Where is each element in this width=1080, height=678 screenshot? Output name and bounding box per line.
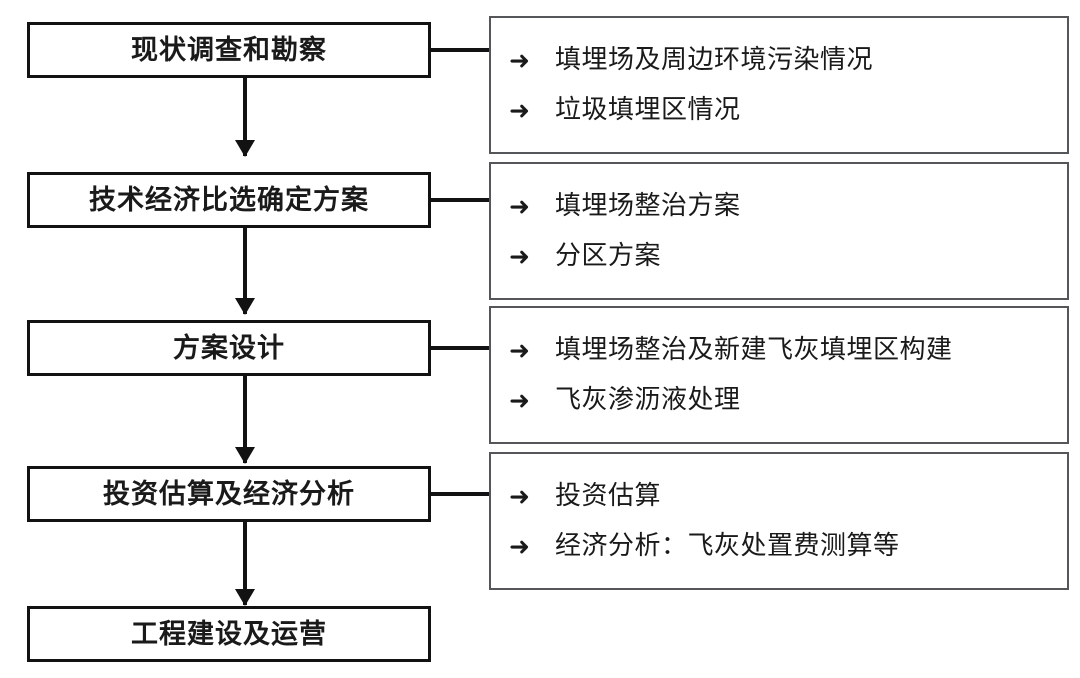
detail-text: 投资估算 <box>555 481 662 510</box>
stage-box-1[interactable]: 现状调查和勘察 <box>27 22 431 78</box>
detail-panel-4[interactable]: ➜ 投资估算 ➜ 经济分析：飞灰处置费测算等 <box>489 452 1069 590</box>
connector-stage-4-to-panel-4 <box>431 492 489 496</box>
detail-panel-2[interactable]: ➜ 填埋场整治方案 ➜ 分区方案 <box>489 162 1069 300</box>
stage-label-1: 现状调查和勘察 <box>131 34 327 65</box>
detail-item[interactable]: ➜ 分区方案 <box>509 231 1067 281</box>
bullet-arrow-icon: ➜ <box>509 385 530 415</box>
stage-label-2: 技术经济比选确定方案 <box>89 184 369 215</box>
arrow-stage-2-to-stage-3 <box>243 228 247 314</box>
detail-text: 飞灰渗沥液处理 <box>555 385 741 414</box>
connector-stage-1-to-panel-1 <box>431 48 489 52</box>
arrow-stage-4-to-stage-5 <box>243 522 247 605</box>
detail-item[interactable]: ➜ 填埋场整治方案 <box>509 181 1067 231</box>
detail-text: 填埋场整治及新建飞灰填埋区构建 <box>555 335 953 364</box>
stage-box-4[interactable]: 投资估算及经济分析 <box>27 466 431 522</box>
detail-item[interactable]: ➜ 飞灰渗沥液处理 <box>509 375 1067 425</box>
detail-item[interactable]: ➜ 填埋场整治及新建飞灰填埋区构建 <box>509 325 1067 375</box>
arrow-stage-3-to-stage-4 <box>243 376 247 463</box>
bullet-arrow-icon: ➜ <box>509 481 530 511</box>
detail-text: 分区方案 <box>555 241 662 270</box>
detail-text: 经济分析：飞灰处置费测算等 <box>555 531 900 560</box>
detail-text: 填埋场及周边环境污染情况 <box>555 45 874 74</box>
detail-item[interactable]: ➜ 垃圾填埋区情况 <box>509 85 1067 135</box>
detail-panel-1[interactable]: ➜ 填埋场及周边环境污染情况 ➜ 垃圾填埋区情况 <box>489 16 1069 154</box>
detail-text: 垃圾填埋区情况 <box>555 95 741 124</box>
stage-box-2[interactable]: 技术经济比选确定方案 <box>27 172 431 228</box>
stage-label-3: 方案设计 <box>173 332 285 363</box>
detail-panel-3[interactable]: ➜ 填埋场整治及新建飞灰填埋区构建 ➜ 飞灰渗沥液处理 <box>489 306 1069 444</box>
arrow-stage-1-to-stage-2 <box>243 78 247 156</box>
bullet-arrow-icon: ➜ <box>509 191 530 221</box>
connector-stage-3-to-panel-3 <box>431 346 489 350</box>
stage-box-5[interactable]: 工程建设及运营 <box>27 606 431 662</box>
stage-label-5: 工程建设及运营 <box>131 618 327 649</box>
bullet-arrow-icon: ➜ <box>509 531 530 561</box>
detail-text: 填埋场整治方案 <box>555 191 741 220</box>
bullet-arrow-icon: ➜ <box>509 335 530 365</box>
detail-item[interactable]: ➜ 填埋场及周边环境污染情况 <box>509 35 1067 85</box>
bullet-arrow-icon: ➜ <box>509 45 530 75</box>
detail-item[interactable]: ➜ 投资估算 <box>509 471 1067 521</box>
connector-stage-2-to-panel-2 <box>431 198 489 202</box>
detail-item[interactable]: ➜ 经济分析：飞灰处置费测算等 <box>509 521 1067 571</box>
stage-box-3[interactable]: 方案设计 <box>27 320 431 376</box>
bullet-arrow-icon: ➜ <box>509 95 530 125</box>
stage-label-4: 投资估算及经济分析 <box>103 478 355 509</box>
bullet-arrow-icon: ➜ <box>509 241 530 271</box>
